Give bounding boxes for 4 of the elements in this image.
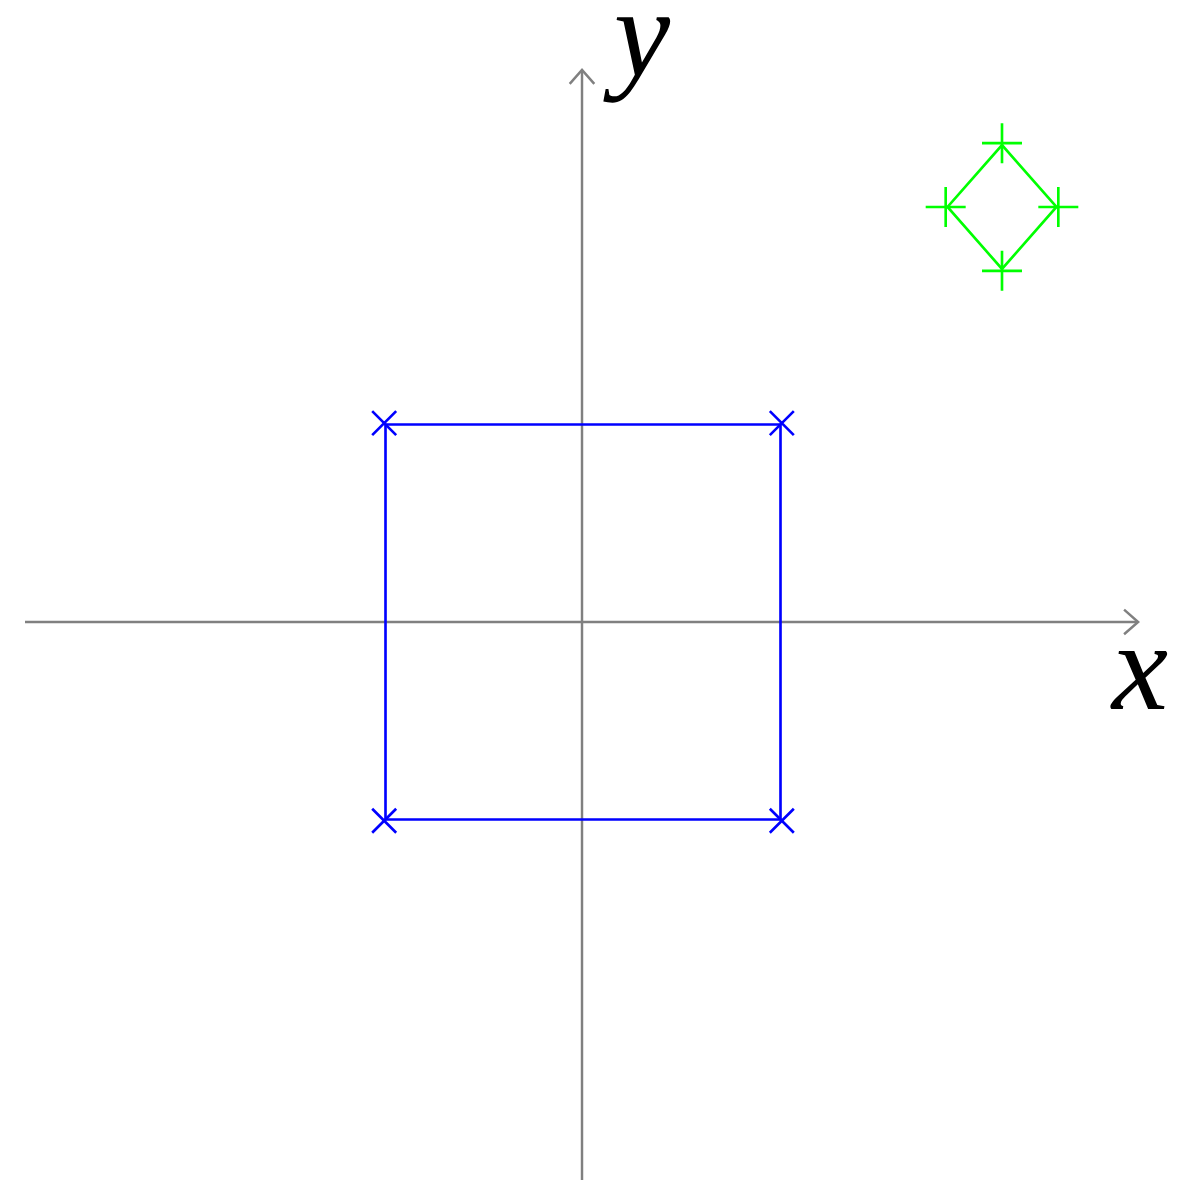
diamond-drawing	[924, 121, 1080, 293]
axis-label: y	[603, 17, 671, 103]
square-drawing	[370, 409, 796, 835]
axis-label: x	[1110, 651, 1168, 709]
